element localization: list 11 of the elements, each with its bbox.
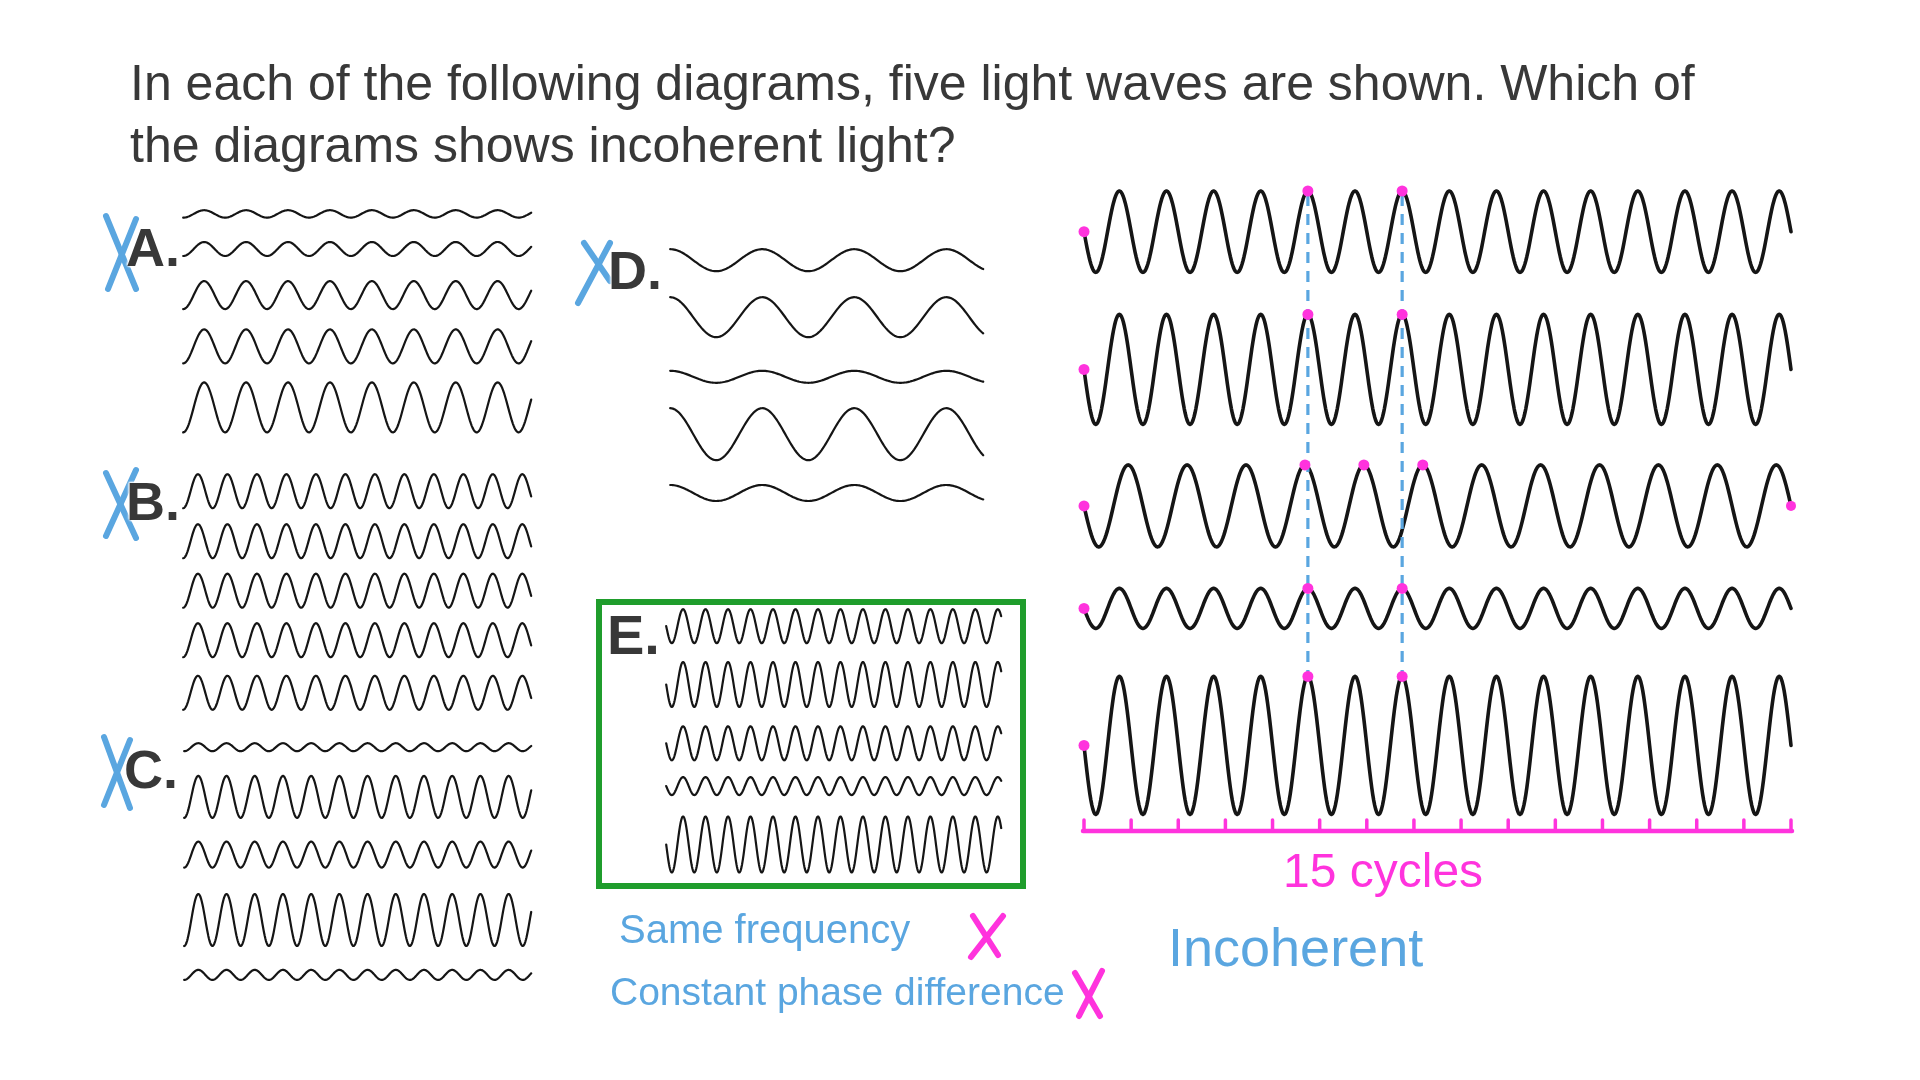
option-letter: D. — [608, 243, 662, 297]
scale-label: 15 cycles — [1283, 847, 1484, 895]
option-letter: B. — [126, 474, 180, 528]
conclusion-text: Incoherent — [1168, 920, 1424, 974]
option-frame — [596, 599, 1026, 889]
option-letter: E. — [607, 607, 660, 663]
option-letter: C. — [124, 742, 178, 796]
option-letter: A. — [126, 220, 180, 274]
note-text: Constant phase difference — [610, 972, 1065, 1011]
note-text: Same frequency — [619, 909, 911, 949]
question-text: In each of the following diagrams, five light waves are shown. Which of the diagrams shows incoherent light? — [130, 54, 1696, 175]
